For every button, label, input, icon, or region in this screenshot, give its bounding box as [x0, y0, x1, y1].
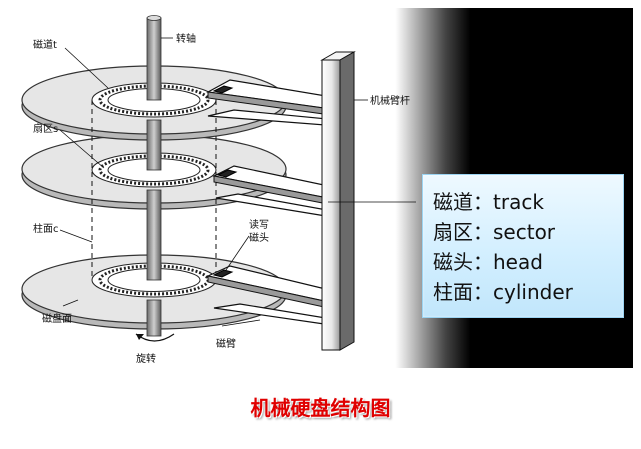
sector-label: 扇区s [33, 122, 58, 135]
rotation-label: 旋转 [136, 352, 156, 365]
legend-english: sector [493, 220, 555, 244]
track-label: 磁道t [33, 38, 57, 51]
platter-label: 磁盘面 [42, 312, 72, 325]
legend-term: 柱面 [433, 280, 473, 304]
legend-row-head: 磁头：head [433, 247, 623, 277]
cylinder-label: 柱面c [33, 222, 59, 235]
arm-label: 磁臂 [216, 337, 236, 350]
legend-term: 磁头 [433, 250, 473, 274]
arm-shaft-label: 机械臂杆 [370, 94, 410, 107]
hard-disk-figure: 磁道t 扇区s 柱面c 磁盘面 转轴 机械臂杆 读写 磁头 磁臂 旋转 磁道：t… [8, 8, 633, 368]
legend-row-sector: 扇区：sector [433, 217, 623, 247]
legend-row-cylinder: 柱面：cylinder [433, 277, 623, 307]
legend-english: head [493, 250, 543, 274]
spindle-label: 转轴 [176, 32, 196, 45]
legend-term: 扇区 [433, 220, 473, 244]
legend-english: track [493, 190, 544, 214]
figure-caption: 机械硬盘结构图 [0, 392, 641, 421]
legend-box: 磁道：track 扇区：sector 磁头：head 柱面：cylinder [422, 174, 624, 318]
rw-head-label-line1: 读写 [249, 218, 269, 231]
rw-head-label-line2: 磁头 [249, 231, 269, 244]
arm-shaft [322, 52, 354, 350]
legend-term: 磁道 [433, 190, 473, 214]
legend-separator: ： [473, 220, 493, 244]
legend-separator: ： [473, 250, 493, 274]
legend-separator: ： [473, 190, 493, 214]
legend-separator: ： [473, 280, 493, 304]
legend-english: cylinder [493, 280, 573, 304]
legend-row-track: 磁道：track [433, 187, 623, 217]
